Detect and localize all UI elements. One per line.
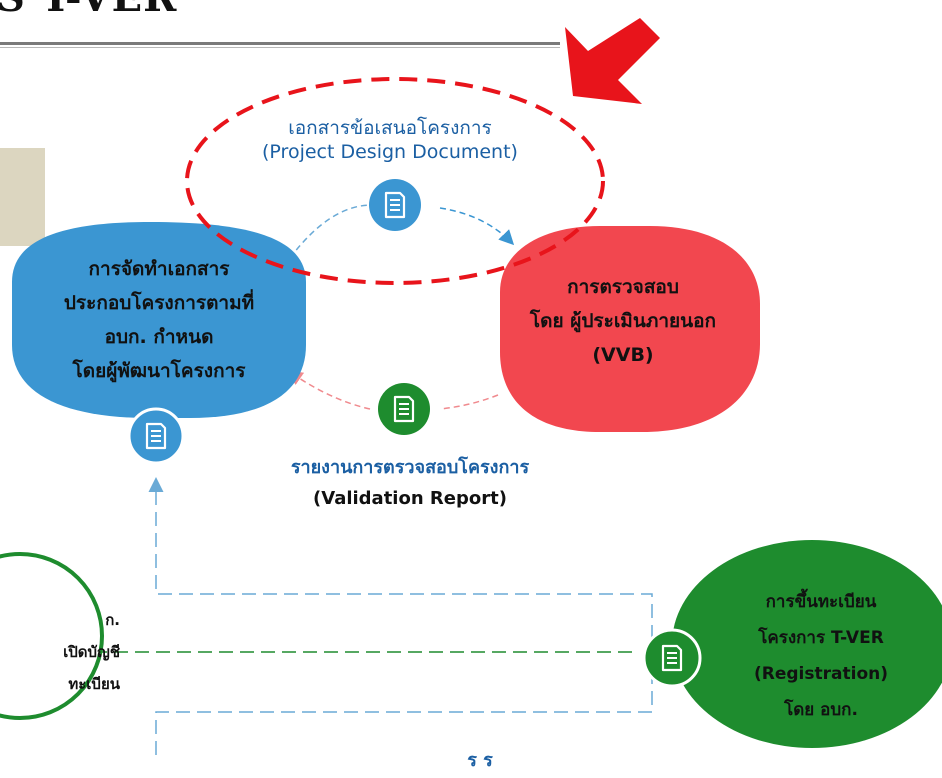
registration-line: โดย อบก. — [784, 700, 858, 720]
connector-pdd-to-vvb — [439, 207, 515, 246]
project-dev-label: การจัดทำเอกสาร ประกอบโครงการตามที่ อบก. … — [14, 252, 304, 388]
project-dev-line: โดยผู้พัฒนาโครงการ — [72, 360, 246, 382]
registration-line: โครงการ T-VER — [758, 628, 884, 648]
side-panel — [0, 148, 45, 246]
project-dev-line: ประกอบโครงการตามที่ — [63, 292, 255, 314]
pdd-label: เอกสารข้อเสนอโครงการ (Project Design Doc… — [190, 116, 590, 164]
vvb-line: การตรวจสอบ — [567, 276, 679, 298]
registration-line: (Registration) — [754, 664, 888, 684]
validation-label-english: (Validation Report) — [313, 488, 507, 509]
validation-label-thai: รายงานการตรวจสอบโครงการ — [290, 457, 530, 478]
account-line: ก. — [105, 611, 120, 629]
connector-registration-to-dev — [148, 477, 653, 660]
account-label: ก. เปิดบัญชี ทะเบียน — [0, 604, 120, 700]
title-divider — [0, 42, 560, 45]
bottom-partial-label: ร ร — [467, 750, 493, 771]
vvb-line: โดย ผู้ประเมินภายนอก — [529, 310, 717, 332]
node-account — [0, 552, 104, 720]
account-line: ทะเบียน — [68, 675, 120, 693]
connector-dev-to-pdd — [289, 204, 373, 259]
vvb-line: (VVB) — [592, 344, 654, 366]
connector-report-to-dev — [287, 370, 371, 410]
node-registration — [672, 540, 942, 748]
validation-document-icon — [378, 383, 430, 435]
highlight-arrow-icon — [565, 18, 660, 104]
project-dev-line: การจัดทำเอกสาร — [88, 258, 230, 280]
connector-vvb-to-report — [439, 394, 499, 410]
page-title: S T-VER — [0, 0, 177, 21]
registration-line: การขึ้นทะเบียน — [765, 592, 877, 612]
pdd-label-english: (Project Design Document) — [262, 141, 518, 163]
dev-document-icon — [127, 407, 185, 465]
pdd-label-thai: เอกสารข้อเสนอโครงการ — [288, 117, 492, 139]
account-line: เปิดบัญชี — [63, 643, 120, 661]
node-project-development — [12, 222, 306, 418]
t-ver-process-diagram — [0, 18, 942, 758]
registration-document-icon — [642, 628, 702, 688]
connector-registration-down — [155, 670, 653, 758]
validation-report-label: รายงานการตรวจสอบโครงการ (Validation Repo… — [200, 452, 620, 514]
node-vvb-validation — [500, 226, 760, 432]
vvb-label: การตรวจสอบ โดย ผู้ประเมินภายนอก (VVB) — [488, 270, 758, 372]
title-divider-thin — [0, 47, 560, 48]
pdd-document-icon — [369, 179, 421, 231]
highlight-ellipse — [185, 77, 605, 285]
project-dev-line: อบก. กำหนด — [104, 326, 214, 348]
registration-label: การขึ้นทะเบียน โครงการ T-VER (Registrati… — [676, 584, 942, 728]
